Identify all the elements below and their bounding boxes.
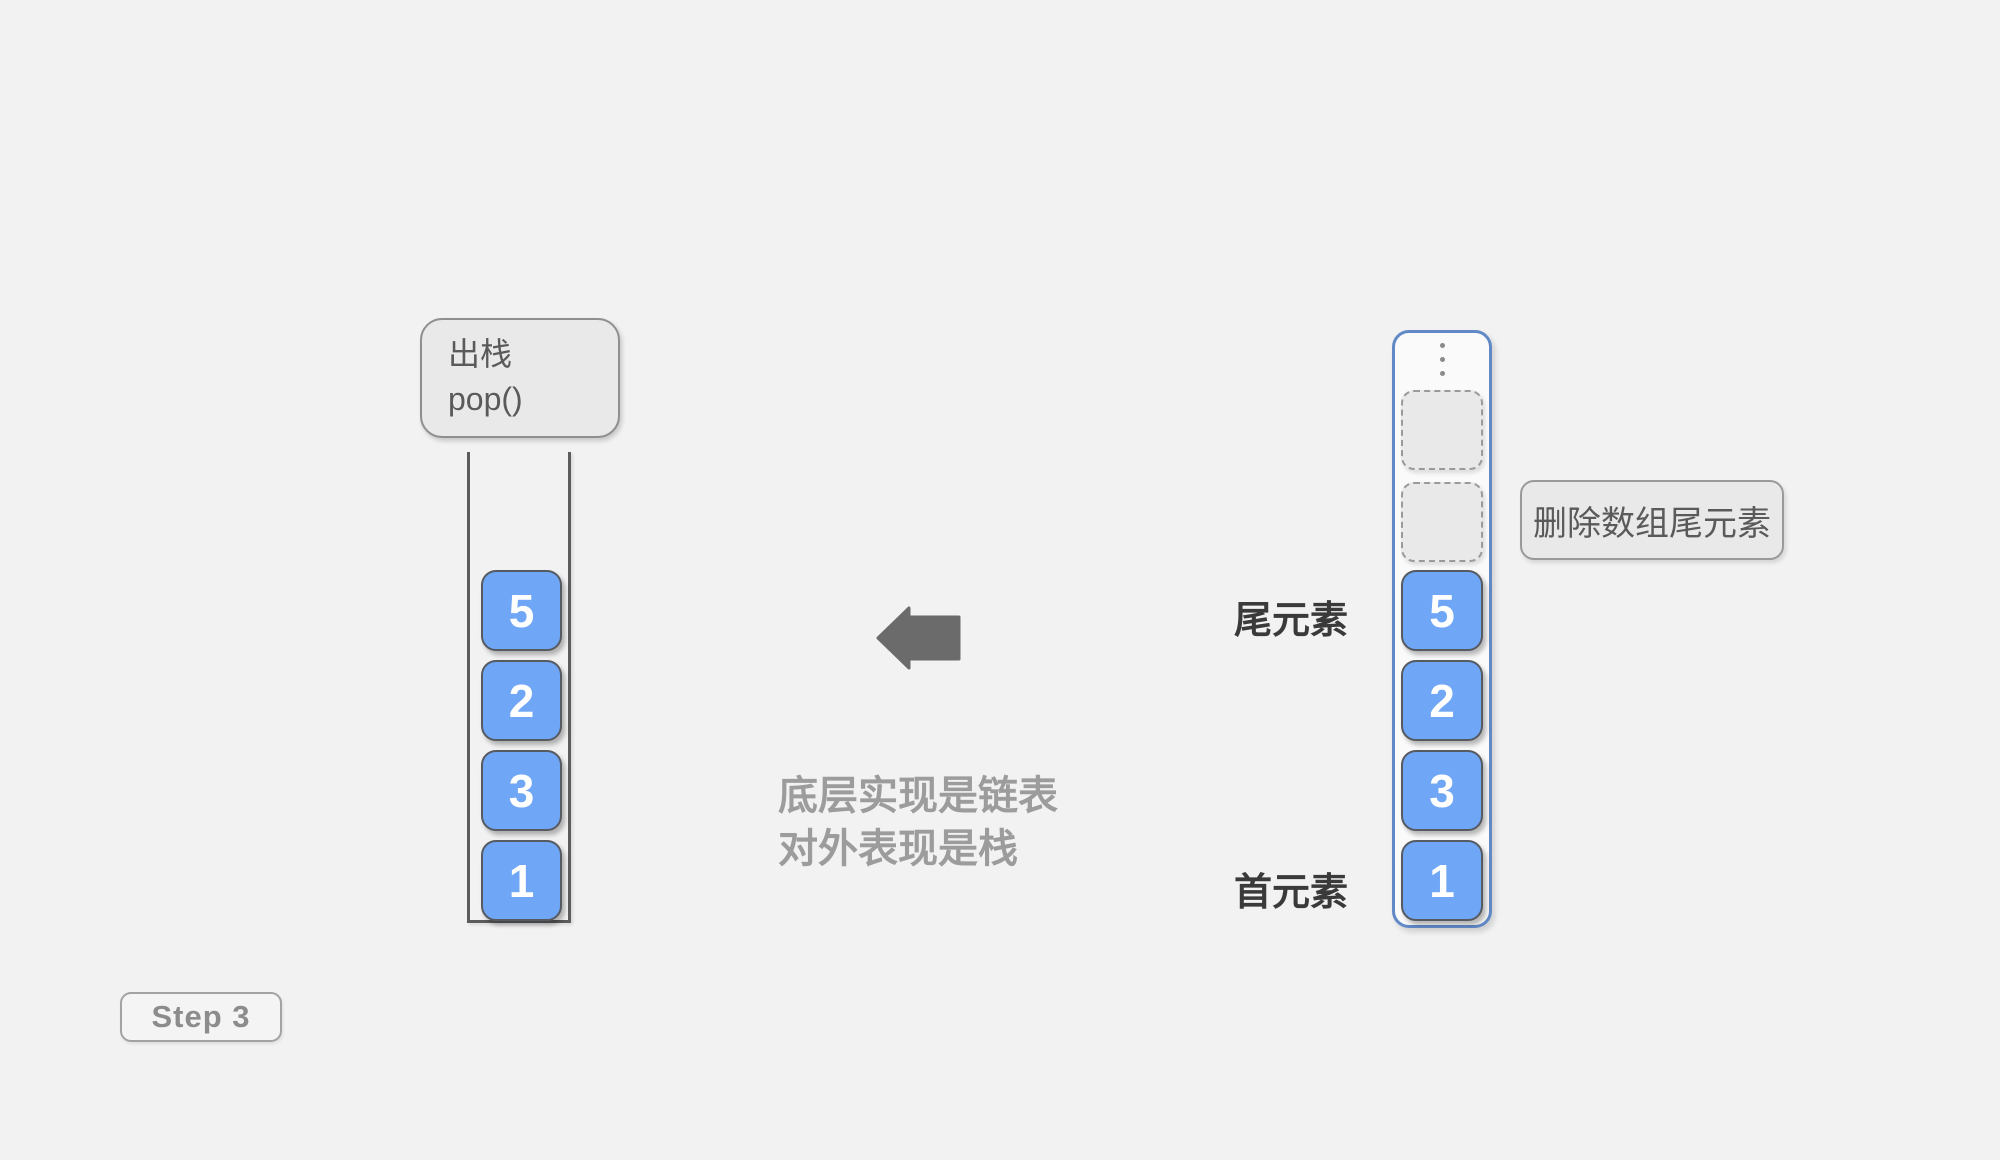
array-cell: 5 — [1401, 570, 1483, 651]
stack-cell: 5 — [481, 570, 562, 651]
array-cell: 3 — [1401, 750, 1483, 831]
ellipsis-dot — [1439, 371, 1445, 376]
arrow-left-icon — [876, 606, 962, 670]
stack-cell: 2 — [481, 660, 562, 741]
head-element-label: 首元素 — [1234, 872, 1349, 914]
caption-text: 底层实现是链表 对外表现是栈 — [778, 770, 1058, 876]
pop-operation-label-line2: pop() — [448, 381, 523, 418]
pop-operation-label: 出栈 pop() — [420, 318, 620, 438]
ellipsis-dot — [1439, 343, 1445, 348]
tail-element-label: 尾元素 — [1234, 600, 1349, 642]
caption-line1: 底层实现是链表 — [778, 774, 1058, 818]
caption-line2: 对外表现是栈 — [778, 827, 1018, 872]
array-cell: 1 — [1401, 840, 1483, 921]
array-empty-slot — [1401, 482, 1483, 562]
array-empty-slot — [1401, 390, 1483, 470]
delete-tail-note: 删除数组尾元素 — [1520, 480, 1784, 560]
ellipsis-dot — [1439, 357, 1445, 362]
ellipsis-icon — [1392, 343, 1492, 376]
pop-operation-label-line1: 出栈 — [448, 336, 513, 372]
step-badge: Step 3 — [120, 992, 282, 1042]
stack-cell: 1 — [481, 840, 562, 921]
stack-cell: 3 — [481, 750, 562, 831]
stack-container — [467, 452, 571, 923]
array-cell: 2 — [1401, 660, 1483, 741]
